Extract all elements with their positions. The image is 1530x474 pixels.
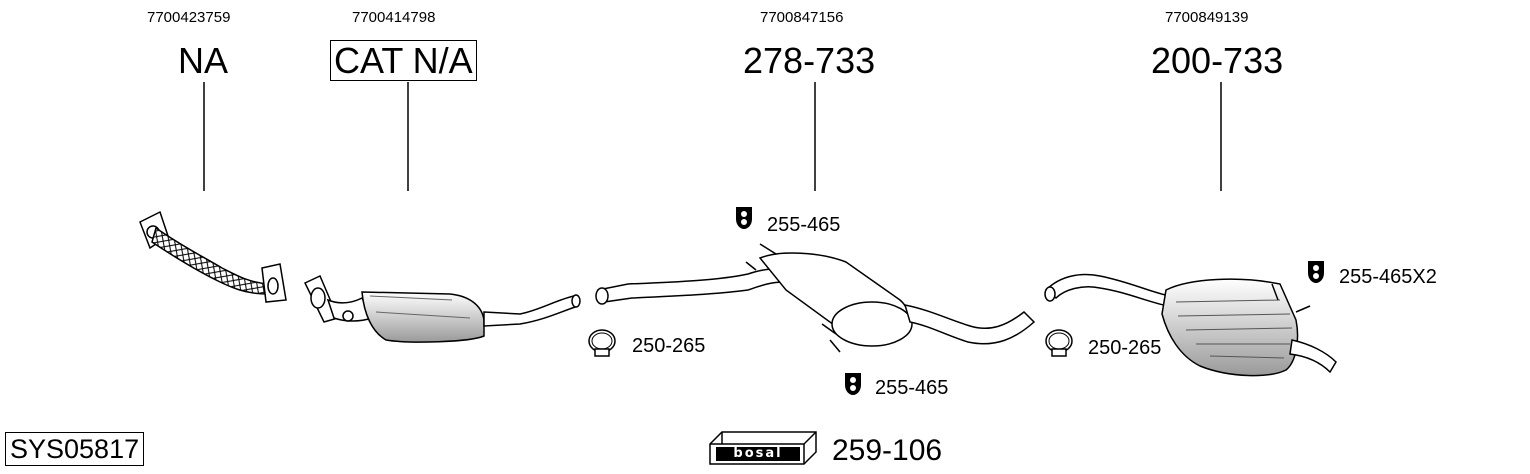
pipe-clamp-icon [1045,329,1073,357]
clamp-label-rear: 250-265 [1088,337,1162,359]
rubber-hanger-icon [736,207,752,229]
hanger-label-rear: 255-465X2 [1339,266,1437,288]
system-code: SYS05817 [5,432,145,467]
rubber-hanger-icon [845,373,861,395]
pipe-clamp-icon [588,329,616,357]
oem-number-2: 7700414798 [352,9,436,26]
leader-lines [203,82,1222,191]
front-flex-pipe [139,210,287,303]
rubber-hanger-icon [1308,261,1324,283]
hanger-label-front-top: 255-465 [767,214,841,236]
hanger-label-front-bottom: 255-465 [875,377,949,399]
kit-number: 259-106 [832,434,943,467]
part-label-1: NA [178,40,229,81]
part-label-3: 278-733 [743,40,876,81]
catalytic-converter [303,274,581,343]
centre-silencer [595,243,1036,353]
part-label-4: 200-733 [1151,40,1284,81]
oem-number-3: 7700847156 [760,9,844,26]
part-label-2: CAT N/A [330,40,477,81]
clamp-label-front: 250-265 [632,335,706,357]
oem-number-4: 7700849139 [1165,9,1249,26]
bosal-brand-text: bosal [733,446,783,461]
rear-silencer [1044,273,1337,377]
oem-number-1: 7700423759 [147,9,231,26]
bosal-logo-icon: bosal [708,430,818,466]
